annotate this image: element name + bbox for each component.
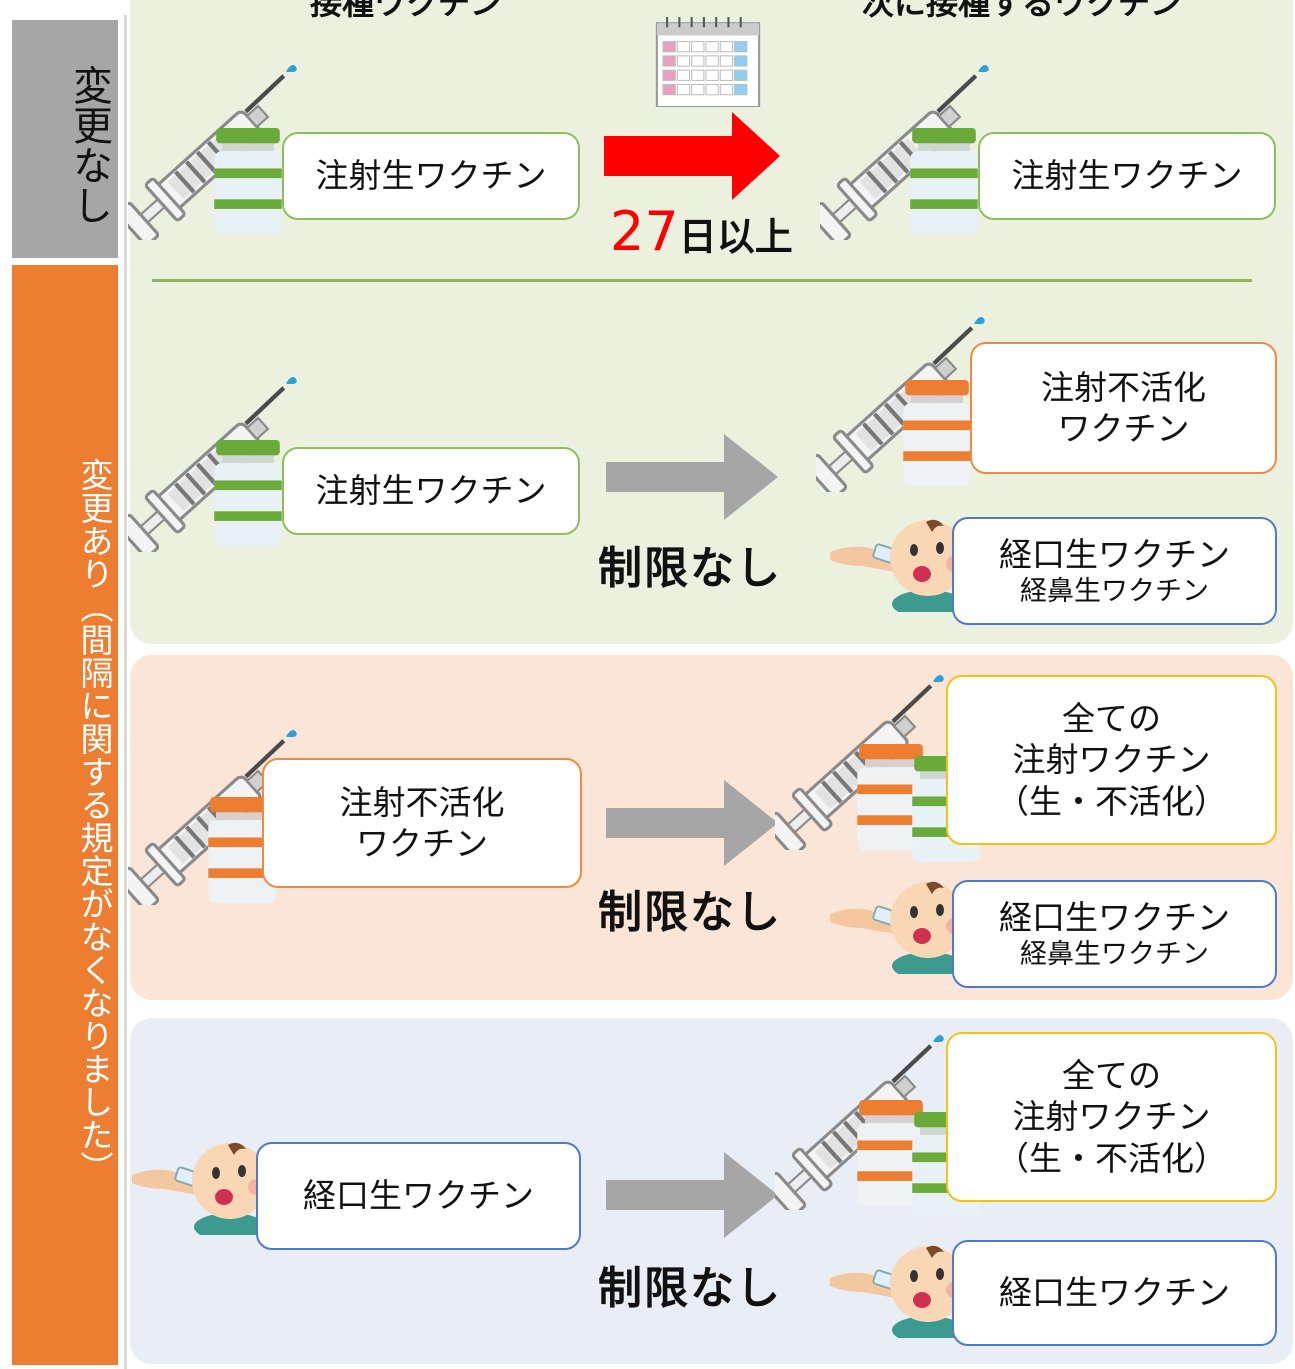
side-divider	[124, 15, 127, 1369]
target-oral-live-box: 経口生ワクチン	[952, 1240, 1277, 1346]
target-oral-live-label: 経口生ワクチン	[999, 1273, 1230, 1313]
interval-unit: 日以上	[678, 215, 793, 259]
source-live-injection-label: 注射生ワクチン	[315, 156, 547, 196]
baby-oral-vaccine-icon	[830, 874, 970, 974]
target-inactivated-line1: 注射不活化	[1041, 367, 1206, 407]
target-oral-nasal-box: 経口生ワクチン 経鼻生ワクチン	[952, 880, 1277, 988]
interval-arrow-red	[604, 112, 780, 200]
calendar-icon	[645, 15, 771, 107]
target-oral-label: 経口生ワクチン	[999, 534, 1230, 574]
target-live-injection-box: 注射生ワクチン	[978, 132, 1276, 220]
target-inactivated-line2: ワクチン	[1057, 409, 1190, 448]
target-all-line1: 全ての	[1062, 699, 1161, 739]
live-vaccine-vial-icon	[910, 128, 978, 234]
no-restriction-label: 制限なし	[598, 543, 782, 594]
source-inactivated-line1: 注射不活化	[339, 782, 505, 822]
source-oral-live-box: 経口生ワクチン	[256, 1142, 581, 1250]
target-all-line3: （生・不活化）	[996, 781, 1227, 821]
source-live-injection-label: 注射生ワクチン	[315, 471, 547, 511]
baby-oral-vaccine-icon	[830, 1238, 970, 1338]
target-all-line1: 全ての	[1062, 1056, 1161, 1096]
target-all-line2: 注射ワクチン	[1012, 740, 1211, 780]
target-inactivated-injection-box: 注射不活化 ワクチン	[970, 342, 1277, 474]
target-all-injection-box: 全ての 注射ワクチン （生・不活化）	[946, 675, 1277, 845]
no-restriction-label: 制限なし	[598, 887, 782, 938]
source-live-injection-box: 注射生ワクチン	[282, 132, 580, 220]
baby-oral-vaccine-icon	[830, 512, 970, 612]
no-restriction-label: 制限なし	[598, 1263, 782, 1314]
inactivated-vaccine-vial-icon	[903, 380, 971, 486]
side-label-no-change: 変更なし	[12, 20, 118, 258]
header-current-vaccine: 接種ワクチン	[310, 0, 503, 22]
live-vaccine-vial-icon	[214, 128, 282, 234]
live-vaccine-vial-icon	[214, 440, 282, 546]
target-live-injection-label: 注射生ワクチン	[1011, 156, 1243, 196]
header-next-vaccine: 次に接種するワクチン	[862, 0, 1183, 22]
row-separator	[152, 279, 1252, 282]
source-inactivated-line2: ワクチン	[356, 824, 488, 863]
target-all-line2: 注射ワクチン	[1012, 1097, 1211, 1137]
target-all-line3: （生・不活化）	[996, 1138, 1227, 1178]
baby-oral-vaccine-icon	[132, 1135, 272, 1235]
source-inactivated-injection-box: 注射不活化 ワクチン	[262, 758, 582, 888]
source-oral-live-label: 経口生ワクチン	[303, 1176, 534, 1216]
target-oral-label: 経口生ワクチン	[999, 897, 1230, 937]
side-label-changed: 変更あり（間隔に関する規定がなくなりました）	[12, 265, 118, 1365]
arrow-gray	[606, 1152, 778, 1238]
arrow-gray	[606, 434, 778, 520]
target-nasal-label: 経鼻生ワクチン	[1020, 575, 1209, 607]
arrow-gray	[606, 780, 778, 866]
source-live-injection-box: 注射生ワクチン	[282, 447, 580, 535]
target-oral-nasal-box: 経口生ワクチン 経鼻生ワクチン	[952, 517, 1277, 625]
target-nasal-label: 経鼻生ワクチン	[1020, 938, 1209, 970]
interval-number: 27	[610, 200, 679, 263]
target-all-injection-box: 全ての 注射ワクチン （生・不活化）	[946, 1032, 1277, 1202]
interval-label: 27日以上	[610, 200, 793, 263]
